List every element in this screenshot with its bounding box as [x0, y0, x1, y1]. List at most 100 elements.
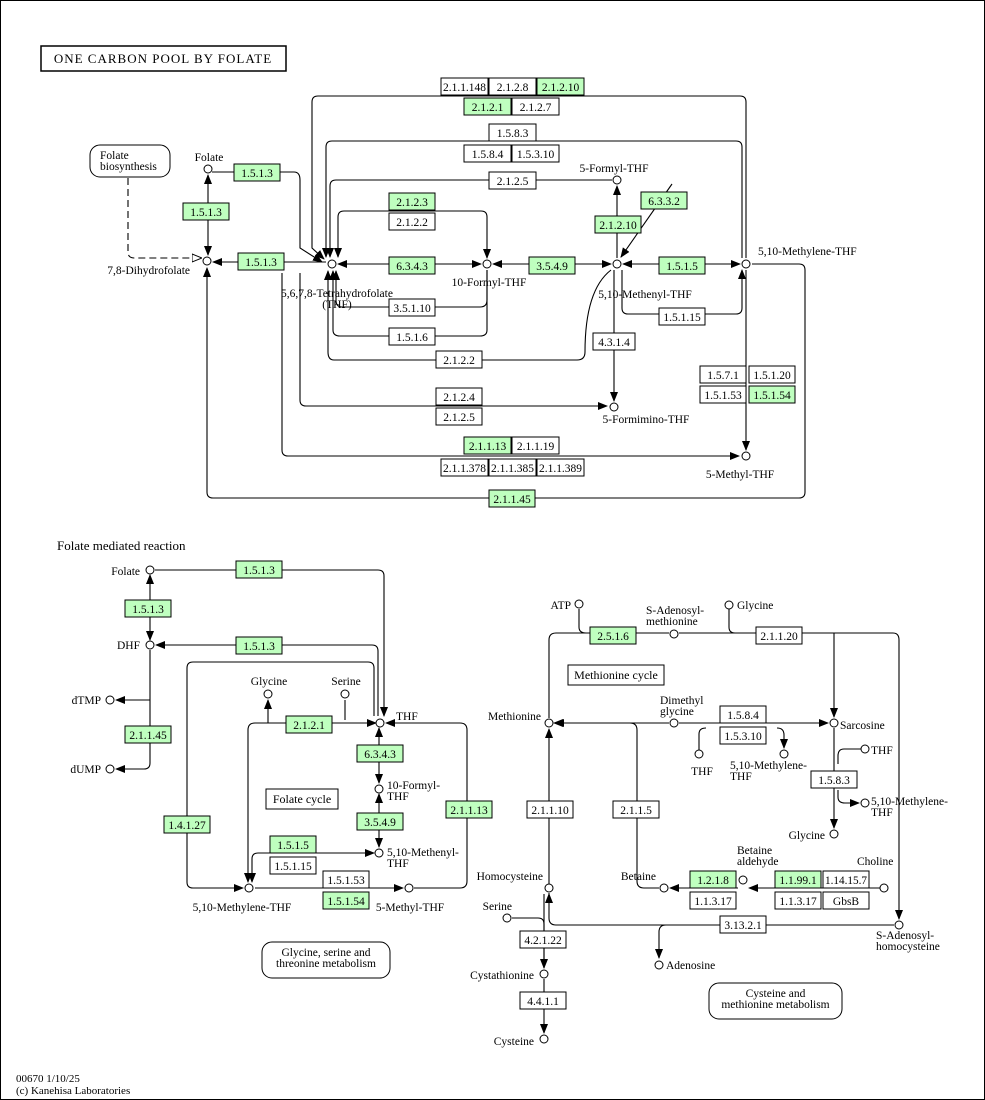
compound-circle[interactable] — [375, 718, 385, 728]
compound-circle[interactable] — [544, 718, 554, 728]
compound-circle[interactable] — [374, 848, 384, 858]
compound-node[interactable]: Glycine — [724, 600, 773, 612]
compound-node[interactable]: THF — [691, 749, 713, 778]
compound-node[interactable]: Choline — [857, 856, 893, 893]
enzyme-box[interactable]: 2.1.1.378 — [440, 458, 489, 477]
compound-node[interactable]: 5,10-Methylene-THF — [741, 246, 857, 269]
enzyme-box[interactable]: 1.5.1.15 — [658, 307, 706, 326]
enzyme-box[interactable]: 2.1.1.19 — [511, 436, 560, 455]
compound-circle[interactable] — [404, 883, 414, 893]
enzyme-box[interactable]: 1.1.3.17 — [689, 891, 737, 910]
compound-circle[interactable] — [741, 451, 751, 461]
compound-node[interactable]: 5-Formyl-THF — [580, 163, 649, 185]
enzyme-box[interactable]: 2.1.2.1 — [463, 97, 512, 116]
compound-circle[interactable] — [609, 402, 619, 412]
enzyme-box[interactable]: 1.5.1.3 — [124, 599, 172, 618]
compound-node[interactable]: 5-Methyl-THF — [376, 883, 444, 914]
enzyme-box[interactable]: 2.1.1.45 — [124, 725, 172, 744]
enzyme-box[interactable]: 1.5.1.3 — [235, 560, 283, 579]
compound-node[interactable]: THF — [375, 711, 418, 728]
compound-circle[interactable] — [574, 599, 584, 609]
compound-circle[interactable] — [482, 259, 492, 269]
enzyme-box[interactable]: 1.5.1.53 — [322, 870, 370, 889]
enzyme-box[interactable]: 4.3.1.4 — [592, 332, 636, 351]
compound-circle[interactable] — [879, 883, 889, 893]
enzyme-box[interactable]: 1.5.8.4 — [463, 144, 512, 163]
compound-circle[interactable] — [654, 960, 664, 970]
compound-node[interactable]: dUMP — [70, 764, 115, 776]
compound-node[interactable]: 5-Methyl-THF — [706, 451, 774, 481]
compound-node[interactable]: 5,10-Methenyl-THF — [374, 847, 459, 870]
compound-node[interactable]: Sarcosine — [829, 718, 885, 732]
compound-circle[interactable] — [263, 689, 273, 699]
compound-circle[interactable] — [694, 749, 704, 759]
enzyme-box[interactable]: 1.14.15.7 — [822, 870, 870, 889]
enzyme-box[interactable]: 4.2.1.22 — [519, 930, 567, 949]
compound-circle[interactable] — [612, 175, 622, 185]
compound-node[interactable]: 10-Formyl-THF — [452, 259, 527, 289]
compound-node[interactable]: Methionine — [488, 711, 554, 728]
compound-circle[interactable] — [860, 798, 870, 808]
enzyme-box[interactable]: 2.1.2.8 — [488, 77, 537, 96]
compound-circle[interactable] — [829, 718, 839, 728]
compound-node[interactable]: Cystathionine — [470, 969, 549, 982]
enzyme-box[interactable]: 1.5.7.1 — [699, 365, 747, 384]
compound-node[interactable]: Betaine — [621, 871, 669, 893]
compound-circle[interactable] — [145, 565, 155, 575]
compound-node[interactable]: Glycine — [251, 676, 287, 699]
enzyme-box[interactable]: 2.1.2.3 — [388, 192, 436, 211]
enzyme-box[interactable]: 1.5.1.6 — [388, 327, 436, 346]
compound-circle[interactable] — [340, 689, 350, 699]
compound-node[interactable]: 5,10-Methylene-THF — [730, 749, 807, 783]
enzyme-box[interactable]: 1.1.99.1 — [774, 870, 822, 889]
compound-circle[interactable] — [741, 259, 751, 269]
enzyme-box[interactable]: GbsB — [822, 891, 870, 910]
compound-node[interactable]: DHF — [117, 640, 155, 652]
enzyme-box[interactable]: 1.5.1.20 — [748, 365, 796, 384]
compound-node[interactable]: Adenosine — [654, 960, 715, 972]
enzyme-box[interactable]: 6.3.4.3 — [388, 256, 436, 275]
compound-circle[interactable] — [659, 883, 669, 893]
enzyme-box[interactable]: 1.5.1.15 — [269, 856, 317, 875]
compound-node[interactable]: Serine — [483, 901, 512, 923]
compound-circle[interactable] — [105, 764, 115, 774]
compound-node[interactable]: ATP — [551, 599, 584, 612]
enzyme-box[interactable]: 2.1.1.385 — [488, 458, 537, 477]
enzyme-box[interactable]: 2.1.1.13 — [463, 436, 512, 455]
enzyme-box[interactable]: 2.1.2.1 — [285, 715, 333, 734]
enzyme-box[interactable]: 3.5.4.9 — [528, 256, 576, 275]
compound-circle[interactable] — [544, 883, 554, 893]
enzyme-box[interactable]: 1.5.1.3 — [182, 202, 230, 221]
enzyme-box[interactable]: 3.5.4.9 — [356, 812, 404, 831]
compound-node[interactable]: Glycine — [789, 829, 839, 842]
compound-node[interactable]: 5,10-Methenyl-THF — [598, 259, 692, 301]
enzyme-box[interactable]: 1.5.1.54 — [748, 385, 796, 404]
compound-circle[interactable] — [203, 164, 213, 174]
enzyme-box[interactable]: 2.1.2.5 — [488, 171, 537, 190]
compound-node[interactable]: Folate — [111, 565, 155, 578]
compound-circle[interactable] — [244, 883, 254, 893]
compound-node[interactable]: Homocysteine — [477, 871, 554, 893]
compound-node[interactable]: 5,10-Methylene-THF — [193, 883, 292, 914]
enzyme-box[interactable]: 2.1.1.20 — [755, 626, 803, 645]
enzyme-box[interactable]: 1.5.3.10 — [719, 726, 767, 745]
compound-circle[interactable] — [860, 744, 870, 754]
enzyme-box[interactable]: 6.3.3.2 — [640, 191, 688, 210]
compound-circle[interactable] — [612, 259, 622, 269]
enzyme-box[interactable]: 2.1.1.148 — [440, 77, 489, 96]
compound-circle[interactable] — [502, 913, 512, 923]
compound-node[interactable]: S-Adenosyl-methionine — [646, 605, 704, 639]
compound-circle[interactable] — [724, 600, 734, 610]
compound-node[interactable]: 5,10-Methylene-THF — [860, 796, 948, 819]
compound-node[interactable]: 5-Formimino-THF — [603, 402, 690, 426]
enzyme-box[interactable]: 2.1.2.5 — [435, 407, 483, 426]
compound-circle[interactable] — [539, 969, 549, 979]
compound-circle[interactable] — [145, 640, 155, 650]
compound-node[interactable]: THF — [860, 744, 893, 757]
enzyme-box[interactable]: 2.1.2.10 — [594, 215, 642, 234]
compound-circle[interactable] — [374, 784, 384, 794]
